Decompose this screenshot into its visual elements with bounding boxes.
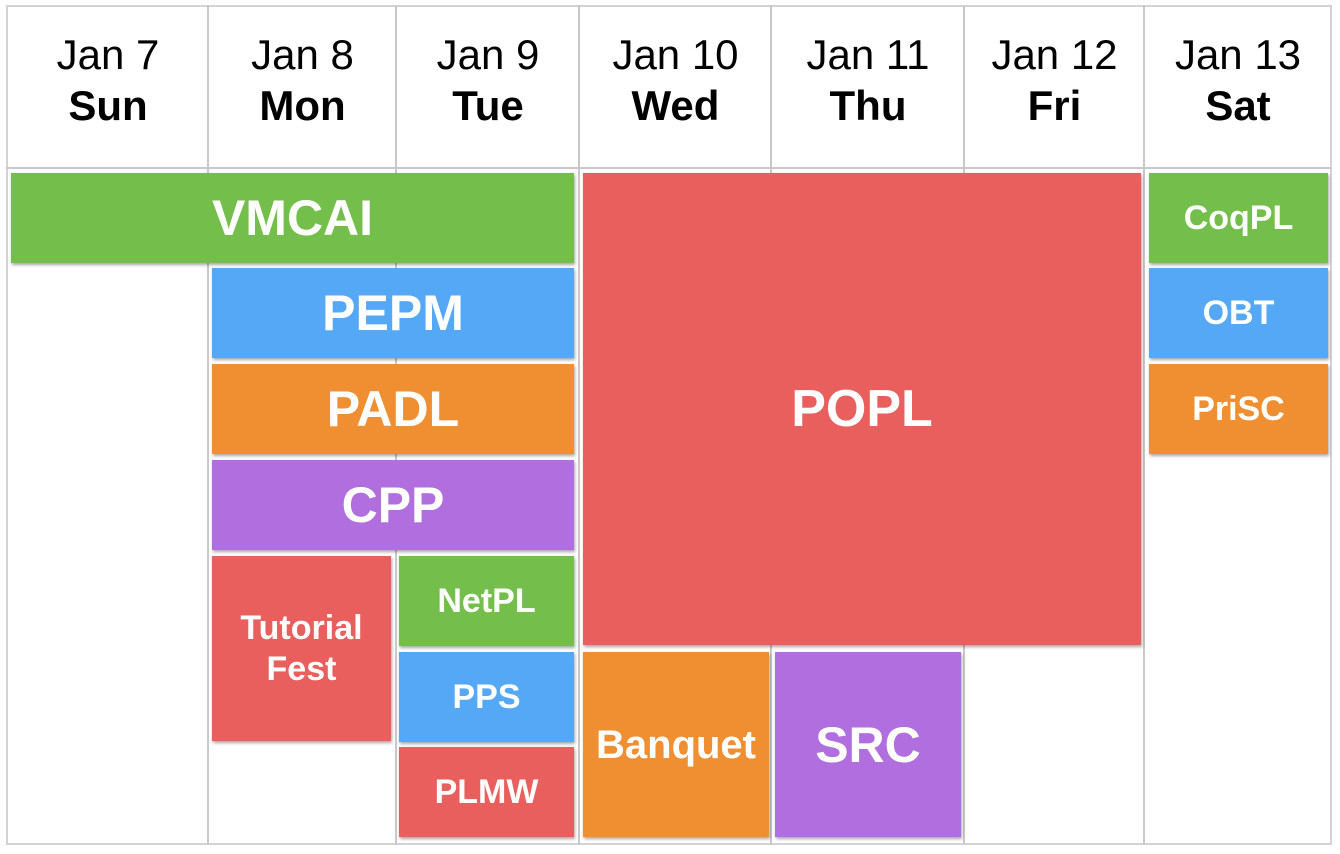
event-obt[interactable]: OBT <box>1149 268 1328 358</box>
day-name: Sat <box>1205 82 1271 129</box>
day-date: Jan 11 <box>806 31 930 78</box>
day-header-wed: Jan 10 Wed <box>580 30 771 140</box>
day-name: Thu <box>829 82 907 129</box>
event-coqpl[interactable]: CoqPL <box>1149 173 1328 263</box>
event-label: PLMW <box>434 772 539 811</box>
day-name: Fri <box>1027 82 1082 129</box>
event-netpl[interactable]: NetPL <box>399 556 574 646</box>
event-label: CPP <box>341 477 445 533</box>
event-vmcai[interactable]: VMCAI <box>11 173 574 263</box>
day-header-thu: Jan 11 Thu <box>772 30 964 140</box>
event-tutorial-fest[interactable]: Tutorial Fest <box>212 556 391 741</box>
day-header-sat: Jan 13 Sat <box>1145 30 1331 140</box>
event-label: Banquet <box>596 722 756 767</box>
event-pepm[interactable]: PEPM <box>212 268 574 358</box>
day-name: Mon <box>259 82 346 129</box>
event-label: PriSC <box>1192 389 1285 428</box>
grid-frame <box>6 5 1332 845</box>
day-header-tue: Jan 9 Tue <box>397 30 579 140</box>
event-banquet[interactable]: Banquet <box>583 652 769 837</box>
day-date: Jan 10 <box>612 31 739 78</box>
day-date: Jan 13 <box>1174 31 1302 78</box>
day-date: Jan 12 <box>991 31 1118 78</box>
day-header-sun: Jan 7 Sun <box>8 30 208 140</box>
event-prisc[interactable]: PriSC <box>1149 364 1328 454</box>
day-header-mon: Jan 8 Mon <box>209 30 396 140</box>
day-date: Jan 7 <box>56 31 160 78</box>
event-popl[interactable]: POPL <box>583 173 1141 645</box>
event-plmw[interactable]: PLMW <box>399 747 574 837</box>
day-name: Tue <box>452 82 524 129</box>
header-divider <box>6 167 1332 169</box>
day-date: Jan 8 <box>251 31 354 78</box>
column-divider <box>1143 5 1145 845</box>
event-src[interactable]: SRC <box>775 652 961 837</box>
day-date: Jan 9 <box>436 31 540 78</box>
event-label: PPS <box>452 677 521 716</box>
event-label: CoqPL <box>1183 198 1294 237</box>
day-header-fri: Jan 12 Fri <box>965 30 1144 140</box>
column-divider <box>207 5 209 845</box>
event-cpp[interactable]: CPP <box>212 460 574 550</box>
event-label: Tutorial Fest <box>240 608 363 688</box>
event-label: PADL <box>326 381 460 437</box>
event-label: SRC <box>815 716 921 773</box>
event-label: NetPL <box>437 581 536 620</box>
event-pps[interactable]: PPS <box>399 652 574 742</box>
event-padl[interactable]: PADL <box>212 364 574 454</box>
day-name: Sun <box>68 82 148 129</box>
event-label: POPL <box>791 379 933 438</box>
day-name: Wed <box>631 82 720 129</box>
event-label: PEPM <box>322 285 464 341</box>
event-label: VMCAI <box>211 190 374 246</box>
event-label: OBT <box>1202 293 1275 332</box>
column-divider <box>578 5 580 845</box>
